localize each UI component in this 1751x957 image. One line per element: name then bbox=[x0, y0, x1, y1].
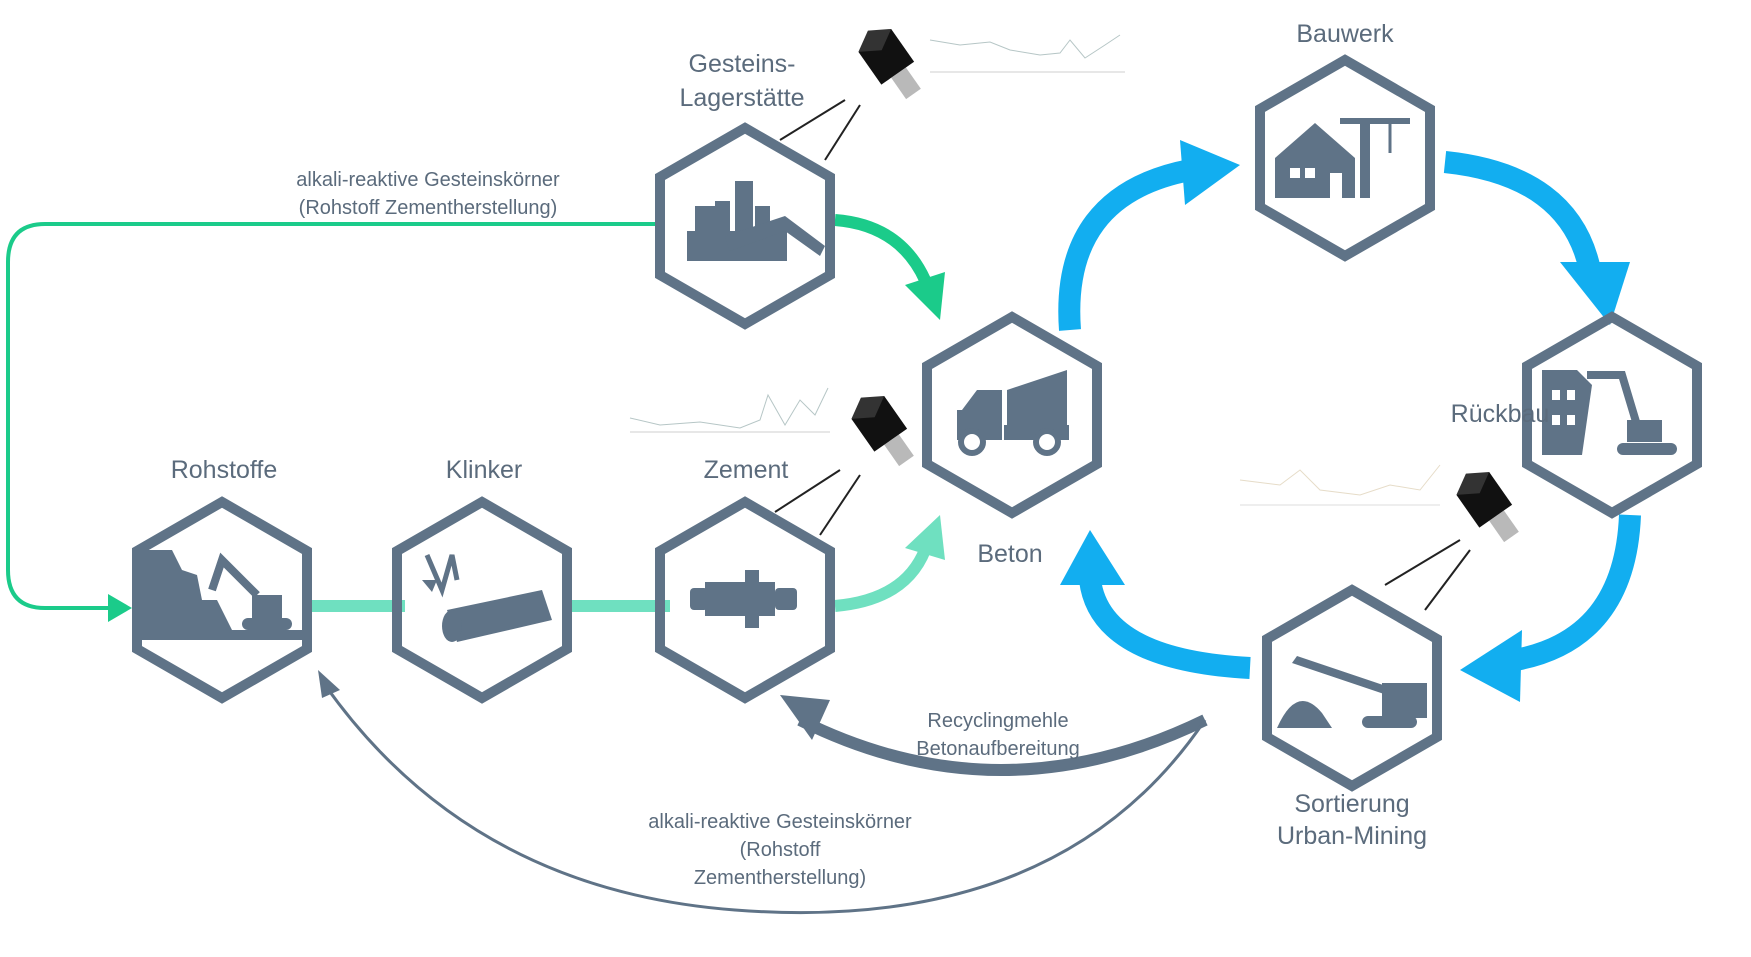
sensor-gesteins bbox=[779, 28, 921, 161]
bottom-flow-label-line1: alkali-reaktive Gesteinskörner bbox=[648, 811, 912, 833]
flow-blue-cycle bbox=[1058, 140, 1641, 702]
flow-klinker-zement bbox=[570, 600, 670, 612]
node-bauwerk bbox=[1255, 54, 1435, 262]
quarry-icon bbox=[687, 181, 825, 261]
sensor-icon bbox=[858, 28, 921, 100]
sensor-sortierung bbox=[1384, 471, 1519, 611]
recycling-label-line2: Betonaufbereitung bbox=[916, 738, 1079, 760]
bottom-flow-label-line2: (Rohstoff bbox=[740, 839, 821, 861]
cement-mill-icon bbox=[690, 570, 797, 628]
spectrum-thumbnail-gesteins bbox=[929, 34, 1125, 73]
sortierung-label-line2: Urban-Mining bbox=[1277, 822, 1427, 850]
gesteins-label-line1: Gesteins- bbox=[689, 50, 796, 78]
node-rohstoffe bbox=[132, 496, 312, 704]
gesteins-label-line2: Lagerstätte bbox=[679, 84, 804, 112]
node-gesteins bbox=[655, 122, 835, 330]
rohstoffe-label: Rohstoffe bbox=[171, 456, 278, 484]
sorting-plant-icon bbox=[1277, 656, 1427, 728]
node-klinker bbox=[392, 496, 572, 704]
sensor-icon bbox=[851, 395, 914, 467]
green-flow-label-line2: (Rohstoff Zementherstellung) bbox=[299, 197, 558, 219]
node-beton bbox=[922, 311, 1102, 519]
recycling-label-line1: Recyclingmehle bbox=[927, 710, 1068, 732]
flow-gesteins-beton bbox=[834, 214, 945, 320]
bauwerk-label: Bauwerk bbox=[1296, 20, 1394, 48]
rueckbau-label: Rückbau bbox=[1451, 400, 1550, 428]
flow-recycling bbox=[780, 695, 1208, 776]
node-zement bbox=[655, 496, 835, 704]
beton-label: Beton bbox=[977, 540, 1042, 568]
excavator-icon bbox=[137, 550, 307, 640]
spectrum-thumbnail-sortierung bbox=[1239, 464, 1441, 506]
node-sortierung bbox=[1262, 584, 1442, 792]
bottom-flow-label-line3: Zementherstellung) bbox=[694, 867, 866, 889]
flow-zement-beton bbox=[834, 515, 945, 612]
sensor-icon bbox=[1456, 471, 1519, 543]
spectrum-thumbnail-zement bbox=[629, 387, 830, 433]
node-rueckbau bbox=[1522, 311, 1702, 519]
demolition-icon bbox=[1542, 370, 1677, 455]
sensor-zement bbox=[774, 395, 914, 536]
green-flow-label-line1: alkali-reaktive Gesteinskörner bbox=[296, 169, 560, 191]
sortierung-label-line1: Sortierung bbox=[1294, 790, 1409, 818]
zement-label: Zement bbox=[704, 456, 789, 484]
flow-rohstoffe-klinker bbox=[305, 600, 405, 612]
klinker-label: Klinker bbox=[446, 456, 522, 484]
mixer-truck-icon bbox=[957, 370, 1069, 456]
house-crane-icon bbox=[1275, 118, 1410, 198]
flow-bottom-grey bbox=[318, 670, 1207, 914]
flow-green-loop bbox=[6, 222, 655, 622]
kiln-icon bbox=[422, 554, 552, 642]
